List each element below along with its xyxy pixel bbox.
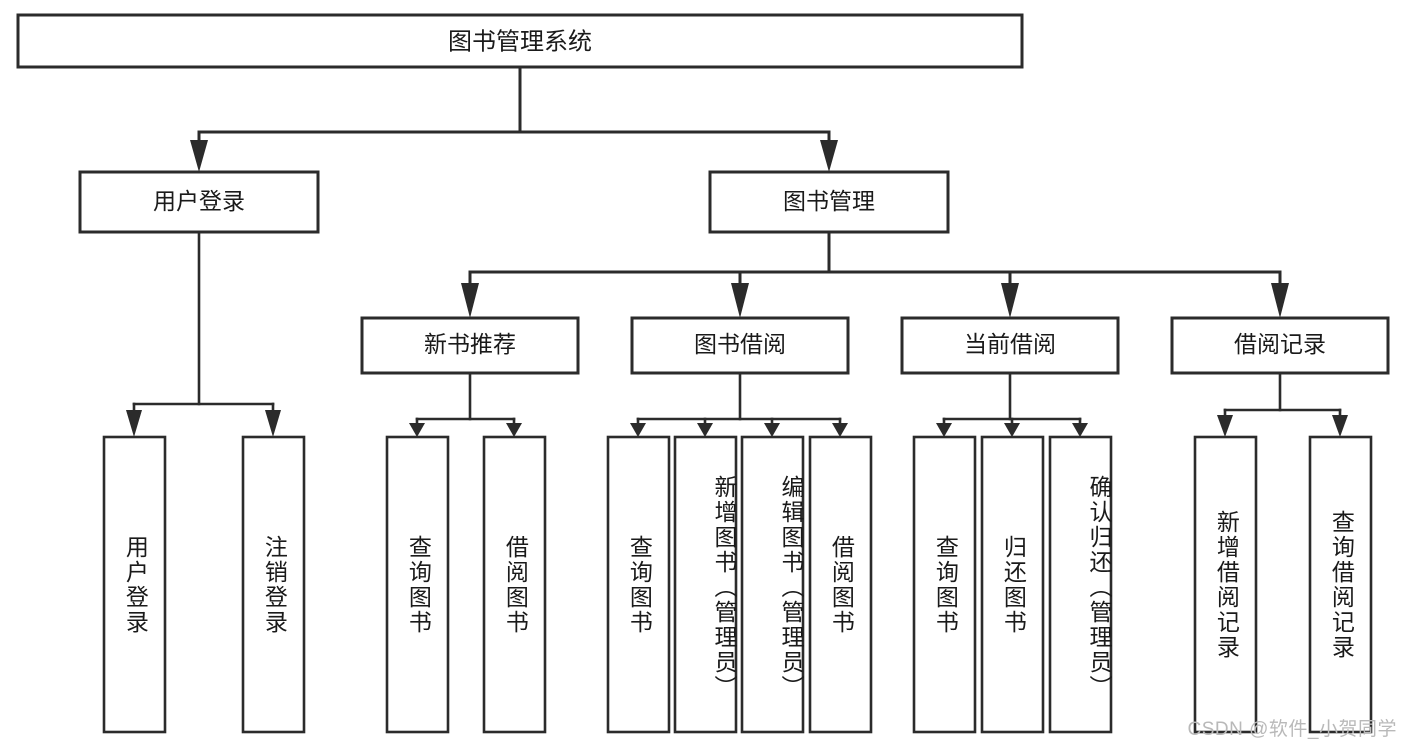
- arrowhead-borrow-record: [1271, 283, 1289, 318]
- node-current-borrow-rect[interactable]: [900, 316, 1120, 375]
- node-leaf-query-book-cur-rect[interactable]: [912, 435, 977, 734]
- node-leaf-edit-book-rect[interactable]: [740, 435, 805, 734]
- connector-layer: [126, 65, 1348, 437]
- node-new-book-rec[interactable]: 新书推荐: [360, 316, 580, 375]
- node-leaf-query-book-rec-rect[interactable]: [385, 435, 450, 734]
- node-root-label: 图书管理系统: [448, 28, 592, 55]
- node-root[interactable]: 图书管理系统: [16, 13, 1024, 69]
- connector-root-to-level1: [190, 65, 838, 172]
- node-leaf-query-book-borrow-rect[interactable]: [606, 435, 671, 734]
- node-book-borrow[interactable]: 图书借阅: [630, 316, 850, 375]
- arrowhead-leaf-query-book-rec: [409, 423, 425, 437]
- csdn-watermark: CSDN @软件_小贺同学: [1187, 719, 1397, 740]
- connector-bookmanage-to-level2: [461, 230, 1289, 318]
- arrowhead-new-book-rec: [461, 283, 479, 318]
- arrowhead-leaf-confirm-return: [1072, 423, 1088, 437]
- arrowhead-leaf-add-record: [1217, 415, 1233, 437]
- arrowhead-book-borrow: [731, 283, 749, 318]
- arrowhead-user-login: [190, 140, 208, 172]
- node-user-login-rect[interactable]: [78, 170, 320, 234]
- node-leaf-query-record-rect[interactable]: [1308, 435, 1373, 734]
- connector-borrowrecord-to-leaves: [1217, 371, 1348, 437]
- node-leaf-borrow-book-rec-rect[interactable]: [482, 435, 547, 734]
- node-book-borrow-rect[interactable]: [630, 316, 850, 375]
- node-new-book-rec-rect[interactable]: [360, 316, 580, 375]
- arrowhead-leaf-borrow-book: [832, 423, 848, 437]
- arrowhead-current-borrow: [1001, 283, 1019, 318]
- arrowhead-book-manage: [820, 140, 838, 172]
- leaf-boxes-layer: [102, 435, 1373, 734]
- node-root-rect[interactable]: [16, 13, 1024, 69]
- node-book-manage-rect[interactable]: [708, 170, 950, 234]
- arrowhead-leaf-logout: [265, 410, 281, 437]
- arrowhead-leaf-borrow-book-rec: [506, 423, 522, 437]
- arrowhead-leaf-return-book: [1004, 423, 1020, 437]
- node-new-book-rec-label: 新书推荐: [424, 331, 516, 357]
- node-current-borrow[interactable]: 当前借阅: [900, 316, 1120, 375]
- arrowhead-leaf-query-book-borrow: [630, 423, 646, 437]
- node-borrow-record[interactable]: 借阅记录: [1170, 316, 1390, 375]
- node-leaf-user-login-rect[interactable]: [102, 435, 167, 734]
- node-borrow-record-rect[interactable]: [1170, 316, 1390, 375]
- node-leaf-borrow-book-rect[interactable]: [808, 435, 873, 734]
- node-leaf-add-book-rect[interactable]: [673, 435, 738, 734]
- node-leaf-add-record-rect[interactable]: [1193, 435, 1258, 734]
- node-current-borrow-label: 当前借阅: [964, 331, 1056, 357]
- node-leaf-logout-rect[interactable]: [241, 435, 306, 734]
- node-book-borrow-label: 图书借阅: [694, 331, 786, 357]
- connector-bookborrow-to-leaves: [630, 371, 848, 437]
- node-leaf-confirm-return-rect[interactable]: [1048, 435, 1113, 734]
- node-borrow-record-label: 借阅记录: [1234, 331, 1326, 357]
- connector-newbookrec-to-leaves: [409, 371, 522, 437]
- connector-currentborrow-to-leaves: [936, 371, 1088, 437]
- arrowhead-leaf-add-book: [697, 423, 713, 437]
- connector-userlogin-to-leaves: [126, 230, 281, 437]
- arrowhead-leaf-query-book-cur: [936, 423, 952, 437]
- node-user-login[interactable]: 用户登录: [78, 170, 320, 234]
- arrowhead-leaf-user-login: [126, 410, 142, 437]
- node-book-manage-label: 图书管理: [783, 188, 875, 214]
- node-user-login-label: 用户登录: [153, 188, 245, 214]
- arrowhead-leaf-edit-book: [764, 423, 780, 437]
- node-leaf-return-book-rect[interactable]: [980, 435, 1045, 734]
- node-book-manage[interactable]: 图书管理: [708, 170, 950, 234]
- arrowhead-leaf-query-record: [1332, 415, 1348, 437]
